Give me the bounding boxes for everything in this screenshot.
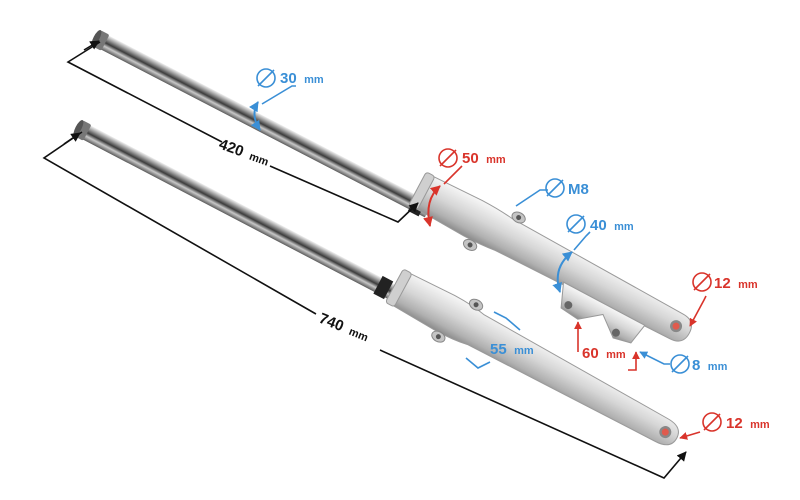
svg-text:60 mm: 60 mm (582, 345, 626, 362)
svg-text:8 mm: 8 mm (692, 357, 728, 374)
length-dimension-740 (42, 131, 687, 479)
lower-fork-leg (73, 120, 679, 446)
diameter-icon (670, 354, 690, 374)
callout-body-diameter: 40 mm (552, 214, 634, 293)
callout-axle-hole-upper: 12 mm (689, 272, 758, 327)
callout-bolt-thread: M8 (515, 178, 589, 207)
lower-outer-slider (385, 269, 679, 446)
label-length-420: 420 mm (217, 136, 272, 170)
svg-text:740 mm: 740 mm (317, 310, 372, 345)
diameter-icon (692, 272, 712, 292)
svg-text:M8: M8 (568, 181, 589, 198)
length-dimension-420 (66, 40, 419, 223)
diameter-icon (545, 178, 565, 198)
upper-outer-slider (408, 172, 692, 344)
diameter-icon (702, 412, 722, 432)
diameter-icon (566, 214, 586, 234)
callout-outer-top-diameter: 50 mm (423, 148, 506, 227)
upper-inner-tube (91, 30, 433, 218)
svg-text:420 mm: 420 mm (217, 136, 272, 170)
svg-text:12 mm: 12 mm (714, 275, 758, 292)
callout-mount-spacing: 55 mm (465, 311, 534, 369)
callout-caliper-spacing: 60 mm (574, 321, 640, 371)
svg-text:50 mm: 50 mm (462, 150, 506, 167)
svg-text:30 mm: 30 mm (280, 70, 324, 87)
upper-fork-leg (91, 30, 692, 344)
diameter-icon (256, 68, 276, 88)
svg-text:55 mm: 55 mm (490, 341, 534, 358)
callout-inner-tube-diameter: 30 mm (249, 68, 324, 131)
svg-text:40 mm: 40 mm (590, 217, 634, 234)
callout-axle-hole-lower: 12 mm (679, 412, 770, 440)
diameter-icon (438, 148, 458, 168)
svg-text:12 mm: 12 mm (726, 415, 770, 432)
callout-caliper-hole: 8 mm (639, 351, 728, 374)
label-length-740: 740 mm (317, 310, 372, 345)
